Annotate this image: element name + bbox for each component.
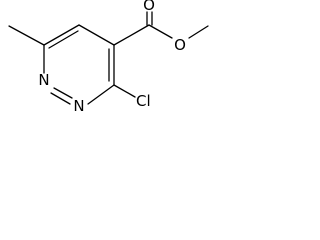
bond-n1-n2-double [53, 87, 73, 99]
bond-n1-n2 [50, 92, 71, 105]
bond-c5-c6 [43, 24, 80, 46]
bond-ester-o-methyl [188, 25, 209, 39]
bond-c5-c6-double [48, 30, 79, 49]
atom-label-n1: N [38, 71, 49, 89]
chemical-structure-diagram: N N Cl O O [8, 0, 209, 115]
bond-c6-methyl [8, 25, 45, 46]
atom-label-n2: N [73, 97, 84, 115]
atom-label-ester-oxygen: O [174, 36, 186, 54]
bond-c5-c4 [78, 24, 115, 46]
atom-label-carbonyl-oxygen: O [143, 0, 155, 14]
bond-n2-c3 [87, 84, 115, 105]
bond-c3-cl [113, 84, 136, 98]
atom-label-chlorine: Cl [136, 92, 151, 110]
bond-carbonyl-ester-o [148, 24, 173, 39]
bond-c4-carbonyl [113, 24, 150, 46]
